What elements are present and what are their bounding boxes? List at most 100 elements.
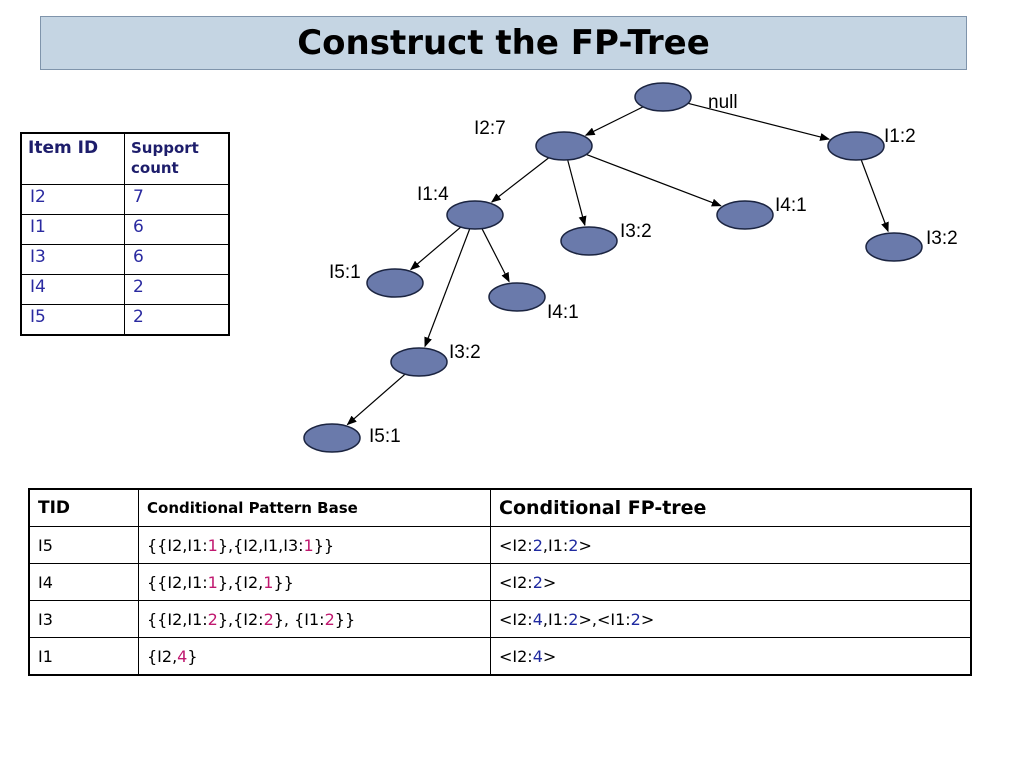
tree-edge-arrow (567, 159, 587, 227)
pattern-base-cell: {{I2,I1:1},{I2,I1,I3:1}} (138, 526, 491, 564)
conditional-fp-tree-cell: <I2:2,I1:2> (490, 526, 972, 564)
tree-edge-arrow (860, 159, 889, 233)
tree-edge-arrow (346, 373, 406, 426)
conditional-fp-tree-cell: <I2:4,I1:2>,<I1:2> (490, 600, 972, 638)
pattern-base-cell: {{I2,I1:1},{I2,1}} (138, 563, 491, 601)
tree-node (535, 131, 593, 161)
fp-tree-header: Conditional FP-tree (490, 488, 972, 527)
tree-node-label: I4:1 (547, 302, 579, 323)
pattern-text: {I2, (147, 646, 178, 666)
tree-node-label: I5:1 (329, 262, 361, 283)
tree-node (446, 200, 504, 230)
tree-node (488, 282, 546, 312)
highlighted-count: 1 (207, 535, 218, 555)
item-id-cell: I3 (20, 244, 125, 275)
item-id-cell: I1 (20, 214, 125, 245)
tree-node-label: I3:2 (620, 221, 652, 242)
tree-node-label: I3:2 (926, 228, 958, 249)
pattern-text: <I2: (499, 535, 533, 555)
tid-cell: I5 (28, 526, 139, 564)
support-count-header: Support count (124, 132, 230, 185)
item-id-cell: I4 (20, 274, 125, 305)
tree-edge-arrow (584, 106, 644, 136)
tree-node-label: I2:7 (474, 118, 506, 139)
pattern-text: {{I2,I1: (147, 609, 208, 629)
tree-node (560, 226, 618, 256)
table-row: I5 2 (20, 304, 230, 336)
pattern-base-cell: {I2,4} (138, 637, 491, 676)
pattern-text: },{I2,I1,I3: (217, 535, 304, 555)
tid-cell: I1 (28, 637, 139, 676)
pattern-text: > (578, 535, 592, 555)
pattern-text: },{I2, (217, 572, 264, 592)
pattern-text: },{I2: (217, 609, 264, 629)
highlighted-count: 2 (207, 609, 218, 629)
tree-node-label: I1:2 (884, 126, 916, 147)
support-count-cell: 7 (124, 184, 230, 215)
support-count-cell: 2 (124, 304, 230, 336)
pattern-text: <I2: (499, 609, 533, 629)
support-count-cell: 2 (124, 274, 230, 305)
pattern-text: {{I2,I1: (147, 572, 208, 592)
table-row: I1 6 (20, 214, 230, 245)
pattern-text: {{I2,I1: (147, 535, 208, 555)
pattern-text: }, {I1: (273, 609, 325, 629)
highlighted-count: 4 (532, 646, 543, 666)
tree-edge-arrow (424, 228, 471, 348)
highlighted-count: 2 (324, 609, 335, 629)
table-row: I4 2 (20, 274, 230, 305)
pattern-text: ,I1: (542, 609, 569, 629)
pattern-text: <I2: (499, 646, 533, 666)
tree-node-label: I4:1 (775, 195, 807, 216)
conditional-fp-tree-cell: <I2:2> (490, 563, 972, 601)
support-table-header-row: Item ID Support count (20, 132, 230, 185)
title-bar: Construct the FP-Tree (40, 16, 967, 70)
table-row: I3 {{I2,I1:2},{I2:2}, {I1:2}} <I2:4,I1:2… (28, 600, 972, 638)
highlighted-count: 2 (568, 609, 579, 629)
table-row: I2 7 (20, 184, 230, 215)
pattern-base-header: Conditional Pattern Base (138, 488, 491, 527)
tree-node (634, 82, 692, 112)
table-row: I4 {{I2,I1:1},{I2,1}} <I2:2> (28, 563, 972, 601)
conditional-table-header-row: TID Conditional Pattern Base Conditional… (28, 488, 972, 527)
item-id-cell: I5 (20, 304, 125, 336)
page-title: Construct the FP-Tree (297, 23, 710, 63)
tree-edge-arrow (481, 228, 510, 283)
pattern-text: >,<I1: (578, 609, 631, 629)
conditional-fp-tree-cell: <I2:4> (490, 637, 972, 676)
pattern-text: > (542, 572, 557, 592)
tree-node (366, 268, 424, 298)
support-count-cell: 6 (124, 214, 230, 245)
highlighted-count: 2 (263, 609, 274, 629)
tree-node (865, 232, 923, 262)
tree-edge-arrow (586, 153, 722, 207)
tree-node-label: null (708, 92, 738, 113)
tree-edge-arrow (490, 157, 550, 203)
pattern-base-cell: {{I2,I1:2},{I2:2}, {I1:2}} (138, 600, 491, 638)
tid-cell: I4 (28, 563, 139, 601)
tree-node (390, 347, 448, 377)
highlighted-count: 1 (263, 572, 274, 592)
highlighted-count: 4 (532, 609, 543, 629)
pattern-text: }} (334, 609, 356, 629)
highlighted-count: 1 (207, 572, 218, 592)
conditional-pattern-table: TID Conditional Pattern Base Conditional… (28, 488, 972, 676)
tree-node (716, 200, 774, 230)
support-count-table: Item ID Support count I2 7 I1 6 I3 6 I4 … (20, 132, 230, 336)
tree-node-label: I3:2 (449, 342, 481, 363)
pattern-text: } (187, 646, 198, 666)
highlighted-count: 2 (532, 572, 543, 592)
tree-edge-arrow (409, 226, 462, 271)
tree-node (827, 131, 885, 161)
highlighted-count: 2 (568, 535, 579, 555)
tree-edge-arrow (687, 102, 831, 141)
tree-node (303, 423, 361, 453)
tid-header: TID (28, 488, 139, 527)
pattern-text: ,I1: (542, 535, 569, 555)
pattern-text: > (542, 646, 557, 666)
pattern-text: }} (313, 535, 335, 555)
highlighted-count: 2 (532, 535, 543, 555)
highlighted-count: 2 (630, 609, 641, 629)
tid-cell: I3 (28, 600, 139, 638)
